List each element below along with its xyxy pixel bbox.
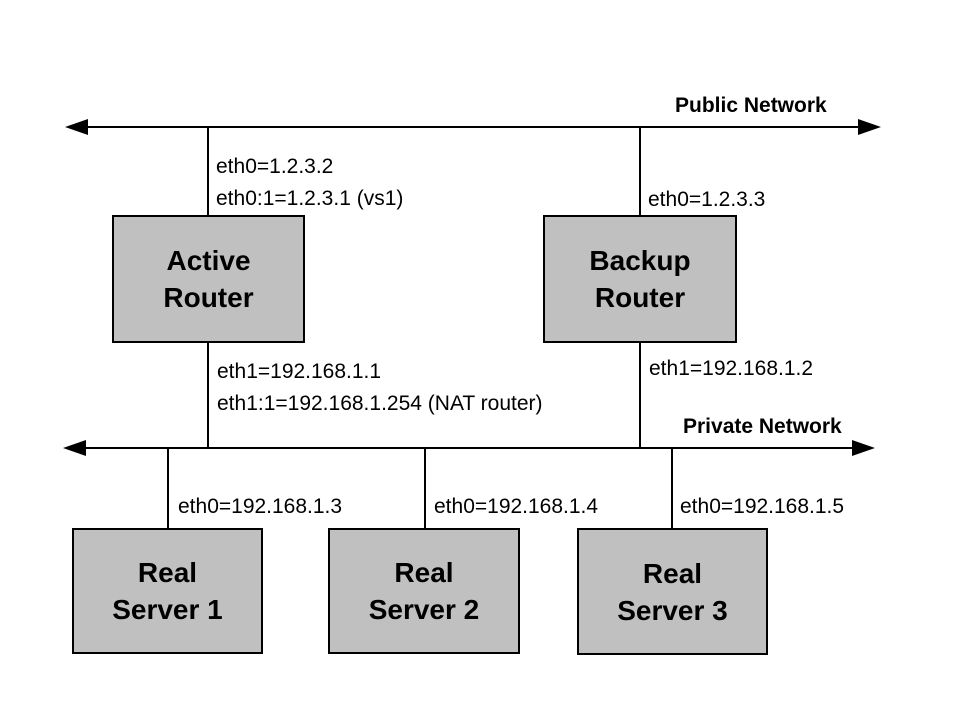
backup-router-label-line2: Router (594, 282, 686, 313)
real-server-2-label-line2: Server 2 (368, 594, 480, 625)
backup-router-label-line1: Backup (589, 245, 691, 276)
link-public-backup-router (639, 127, 641, 215)
private-network-arrow-left-icon (63, 440, 86, 456)
private-network-label: Private Network (683, 415, 842, 438)
public-network-line (80, 126, 868, 128)
active-router-label-line1: Active (166, 245, 251, 276)
private-network-arrow-right-icon (852, 440, 875, 456)
real-server-3-label-line1: Real (642, 557, 703, 589)
backup-router-node: Backup Router (543, 215, 737, 343)
real-server-1-node: Real Server 1 (72, 528, 263, 654)
real-server-2-node: Real Server 2 (328, 528, 520, 654)
backup-router-eth0-label: eth0=1.2.3.3 (648, 188, 766, 211)
real-server-2-label-line1: Real (394, 557, 454, 588)
active-router-label-line2: Router (163, 282, 254, 313)
active-router-eth1-label: eth1=192.168.1.1 (217, 360, 382, 383)
link-public-active-router (207, 127, 209, 215)
active-router-eth0-alias-label: eth0:1=1.2.3.1 (vs1) (216, 187, 404, 210)
real-server-1-label-line2: Server 1 (112, 594, 223, 625)
active-router-eth0-label: eth0=1.2.3.2 (216, 155, 334, 178)
public-network-arrow-right-icon (858, 119, 881, 135)
link-private-real-server-1 (167, 448, 169, 528)
real-server-1-eth0-label: eth0=192.168.1.3 (178, 495, 343, 518)
private-network-line (78, 447, 860, 449)
public-network-arrow-left-icon (65, 119, 88, 135)
active-router-eth1-alias-label: eth1:1=192.168.1.254 (NAT router) (217, 392, 543, 415)
public-network-label: Public Network (675, 94, 827, 117)
link-active-router-private (207, 343, 209, 448)
real-server-3-node: Real Server 3 (577, 528, 768, 655)
backup-router-eth1-label: eth1=192.168.1.2 (649, 357, 814, 380)
real-server-1-label-line1: Real (137, 557, 198, 588)
link-private-real-server-2 (424, 448, 426, 528)
real-server-3-label-line2: Server 3 (617, 594, 728, 626)
active-router-node: Active Router (112, 215, 305, 343)
link-private-real-server-3 (671, 448, 673, 528)
real-server-2-eth0-label: eth0=192.168.1.4 (434, 495, 599, 518)
link-backup-router-private (639, 343, 641, 448)
real-server-3-eth0-label: eth0=192.168.1.5 (680, 495, 845, 518)
